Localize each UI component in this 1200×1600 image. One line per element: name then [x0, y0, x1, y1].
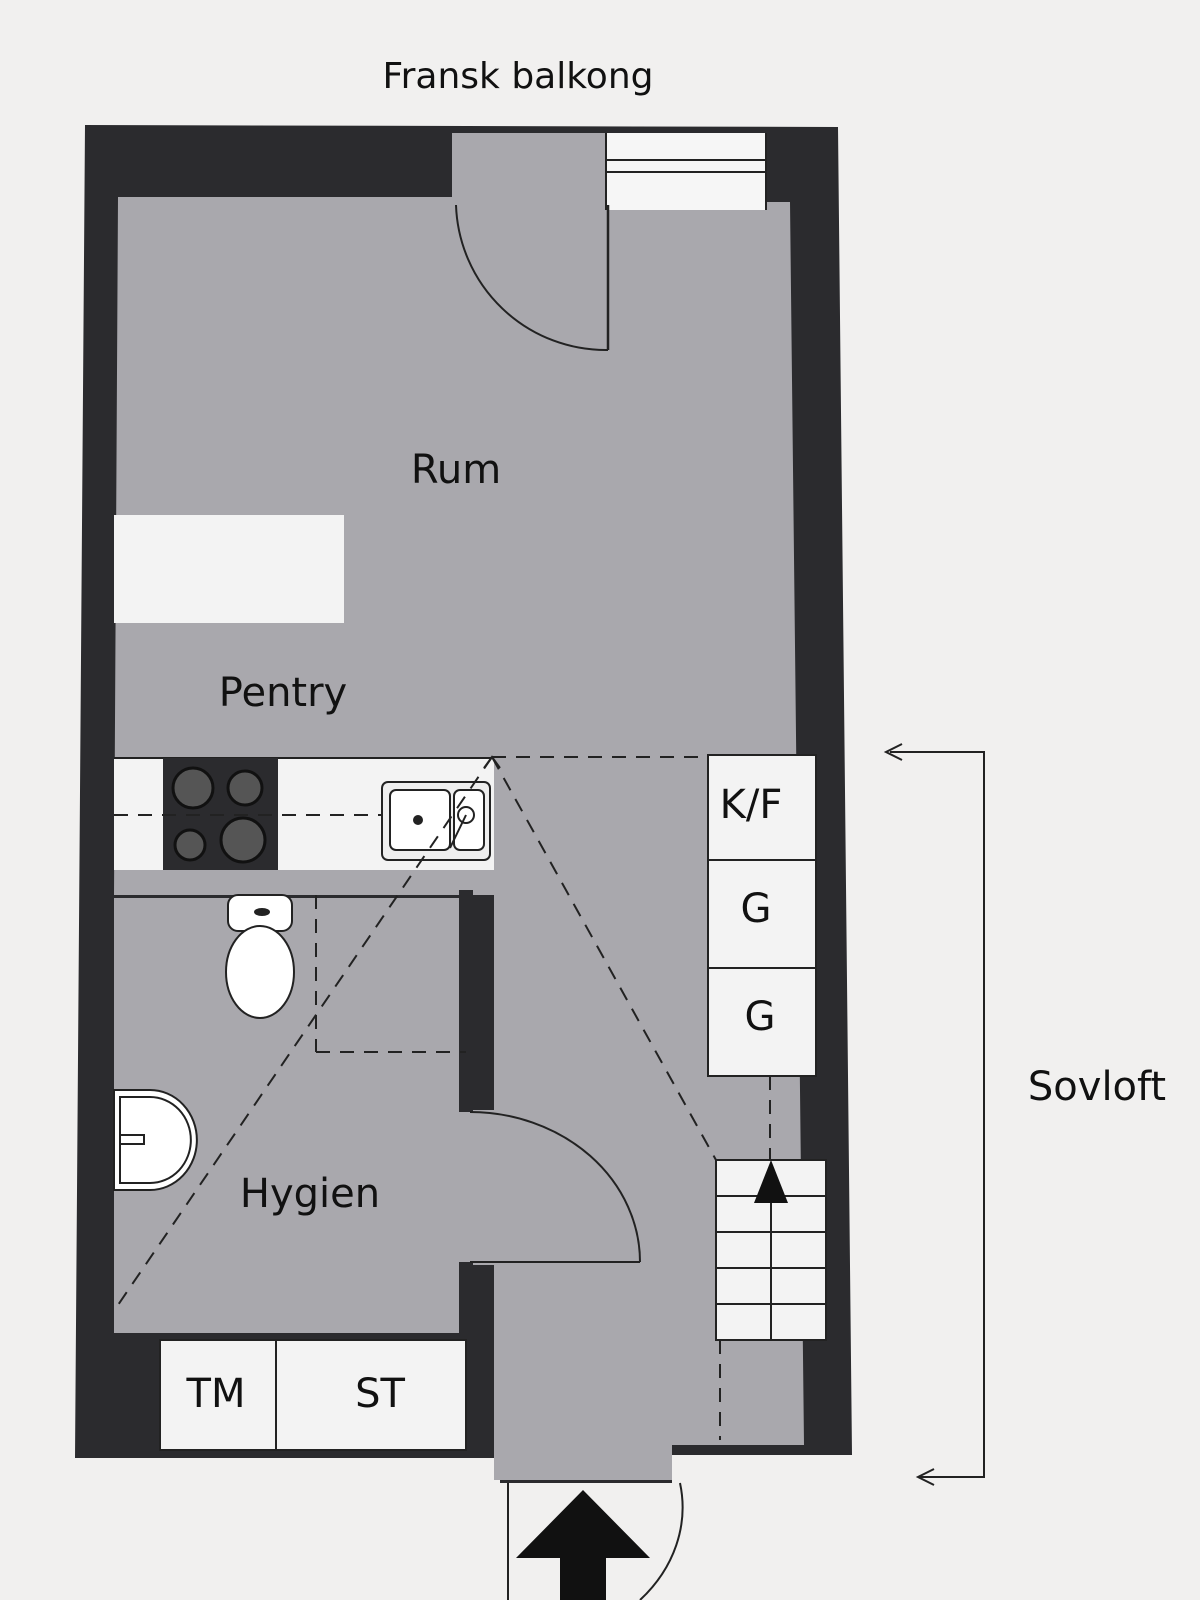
loft-dashed-lines: [114, 756, 771, 1440]
g2-box: [707, 967, 817, 1077]
bathroom-floor: [114, 898, 494, 1335]
bed-block: [114, 515, 344, 623]
kf-box: [707, 754, 817, 861]
storage-label-st: ST: [355, 1371, 405, 1417]
room-label-hygien: Hygien: [240, 1171, 380, 1217]
balcony-door-swing: [455, 204, 609, 352]
bathroom-door-swing: [469, 1111, 641, 1263]
room-label-pentry: Pentry: [219, 670, 347, 716]
storage-label-tm: TM: [186, 1371, 246, 1417]
washbasin: [113, 1089, 198, 1191]
toilet: [225, 894, 295, 1019]
storage-label-g2: G: [745, 994, 776, 1040]
g1-box: [707, 859, 817, 969]
side-label-sovloft: Sovloft: [1028, 1064, 1166, 1110]
entrance-door-swing: [639, 1482, 684, 1600]
storage-label-kf: K/F: [720, 782, 783, 828]
st-box: [275, 1339, 467, 1451]
storage-label-g1: G: [741, 886, 772, 932]
entrance-arrow-icon: [516, 1490, 650, 1600]
room-label-rum: Rum: [411, 447, 501, 493]
stairs: [715, 1159, 827, 1341]
sink: [381, 781, 491, 861]
sovloft-bracket: [883, 743, 985, 1486]
tm-box: [159, 1339, 277, 1451]
title-label: Fransk balkong: [383, 56, 654, 97]
